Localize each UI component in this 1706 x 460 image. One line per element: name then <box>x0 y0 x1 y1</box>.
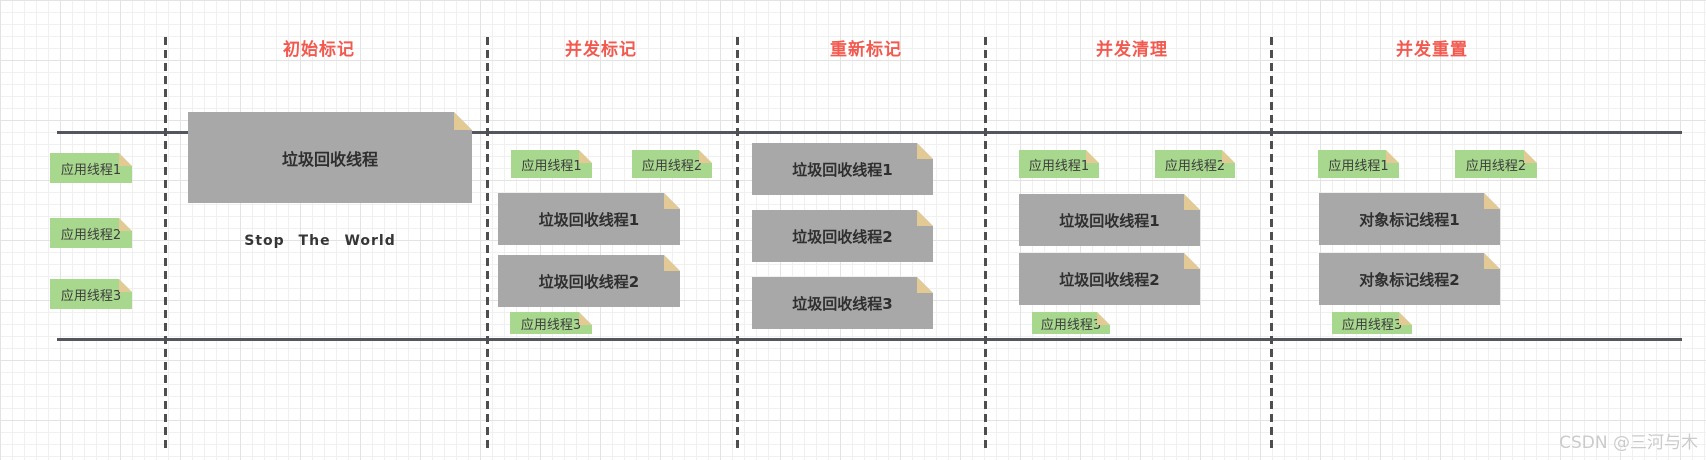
folded-corner-icon <box>1097 312 1110 325</box>
phase-title-initial-mark: 初始标记 <box>283 40 355 60</box>
phase-title-concurrent-sweep: 并发清理 <box>1096 40 1168 60</box>
note-label: 应用线程1 <box>1028 158 1090 174</box>
app-thread-note-3: 应用线程3 <box>50 279 132 309</box>
app-thread-note: 应用线程3 <box>510 312 592 334</box>
folded-corner-icon <box>119 218 132 231</box>
note-label: 应用线程1 <box>521 158 582 174</box>
folded-corner-icon <box>664 255 680 271</box>
phase-divider-3 <box>736 37 739 452</box>
folded-corner-icon <box>579 150 592 163</box>
app-thread-note: 应用线程1 <box>511 150 592 178</box>
phase-divider-4 <box>984 37 987 452</box>
gc-thread-box: 对象标记线程1 <box>1319 193 1500 245</box>
folded-corner-icon <box>1386 150 1399 163</box>
folded-corner-icon <box>1184 194 1200 210</box>
note-label: 应用线程3 <box>1341 317 1403 333</box>
note-label: 应用线程3 <box>60 288 122 304</box>
csdn-watermark: CSDN @三河与木 <box>1559 433 1698 453</box>
phase-divider-2 <box>486 37 489 452</box>
folded-corner-icon <box>1222 150 1235 163</box>
gc-thread-box: 垃圾回收线程2 <box>1019 253 1200 305</box>
folded-corner-icon <box>1524 150 1537 163</box>
app-thread-note-1: 应用线程1 <box>50 153 132 183</box>
phase-title-remark: 重新标记 <box>830 40 902 60</box>
timeline-bottom-line <box>57 338 1682 341</box>
note-label: 应用线程2 <box>1465 158 1527 174</box>
app-thread-note: 应用线程1 <box>1318 150 1399 178</box>
folded-corner-icon <box>1086 150 1099 163</box>
note-label: 应用线程1 <box>1328 158 1389 174</box>
app-thread-note: 应用线程2 <box>1455 150 1537 178</box>
app-thread-note-2: 应用线程2 <box>50 218 132 248</box>
gc-box-label: 对象标记线程1 <box>1359 210 1460 229</box>
folded-corner-icon <box>1399 312 1412 325</box>
folded-corner-icon <box>664 193 680 209</box>
note-label: 应用线程3 <box>520 317 582 333</box>
folded-corner-icon <box>1484 253 1500 269</box>
folded-corner-icon <box>917 277 933 293</box>
gc-box-label: 垃圾回收线程2 <box>1059 270 1160 289</box>
folded-corner-icon <box>1484 193 1500 209</box>
app-thread-note: 应用线程2 <box>1155 150 1235 178</box>
gc-thread-box: 垃圾回收线程3 <box>752 277 933 329</box>
gc-box-label: 垃圾回收线程2 <box>792 227 893 246</box>
stop-the-world-label: Stop The World <box>244 233 396 249</box>
app-thread-note: 应用线程1 <box>1019 150 1099 178</box>
gc-thread-box: 垃圾回收线程 <box>188 112 472 203</box>
folded-corner-icon <box>579 312 592 325</box>
gc-box-label: 对象标记线程2 <box>1359 270 1460 289</box>
gc-box-label: 垃圾回收线程 <box>281 149 378 169</box>
gc-box-label: 垃圾回收线程2 <box>538 272 640 291</box>
folded-corner-icon <box>699 150 712 163</box>
gc-thread-box: 垃圾回收线程2 <box>752 210 933 262</box>
phase-divider-1 <box>164 37 167 452</box>
app-thread-note: 应用线程3 <box>1332 312 1412 334</box>
app-thread-note: 应用线程2 <box>632 150 712 178</box>
folded-corner-icon <box>119 279 132 292</box>
gc-box-label: 垃圾回收线程1 <box>1059 211 1160 230</box>
gc-thread-box: 垃圾回收线程1 <box>1019 194 1200 246</box>
app-thread-note: 应用线程3 <box>1032 312 1110 334</box>
folded-corner-icon <box>917 143 933 159</box>
folded-corner-icon <box>119 153 132 166</box>
gc-box-label: 垃圾回收线程1 <box>538 210 640 229</box>
phase-divider-5 <box>1270 37 1273 452</box>
gc-thread-box: 垃圾回收线程2 <box>498 255 680 307</box>
timeline-top-line <box>57 131 1682 134</box>
gc-thread-box: 垃圾回收线程1 <box>752 143 933 195</box>
note-label: 应用线程3 <box>1040 317 1102 333</box>
note-label: 应用线程2 <box>1164 158 1226 174</box>
gc-thread-box: 对象标记线程2 <box>1319 253 1500 305</box>
note-label: 应用线程2 <box>60 227 122 243</box>
phase-title-concurrent-reset: 并发重置 <box>1396 40 1468 60</box>
note-label: 应用线程2 <box>641 158 703 174</box>
folded-corner-icon <box>454 112 472 130</box>
gc-box-label: 垃圾回收线程1 <box>792 160 893 179</box>
gc-thread-box: 垃圾回收线程1 <box>498 193 680 245</box>
folded-corner-icon <box>917 210 933 226</box>
phase-title-concurrent-mark: 并发标记 <box>565 40 637 60</box>
folded-corner-icon <box>1184 253 1200 269</box>
note-label: 应用线程1 <box>60 162 122 178</box>
gc-box-label: 垃圾回收线程3 <box>792 294 893 313</box>
